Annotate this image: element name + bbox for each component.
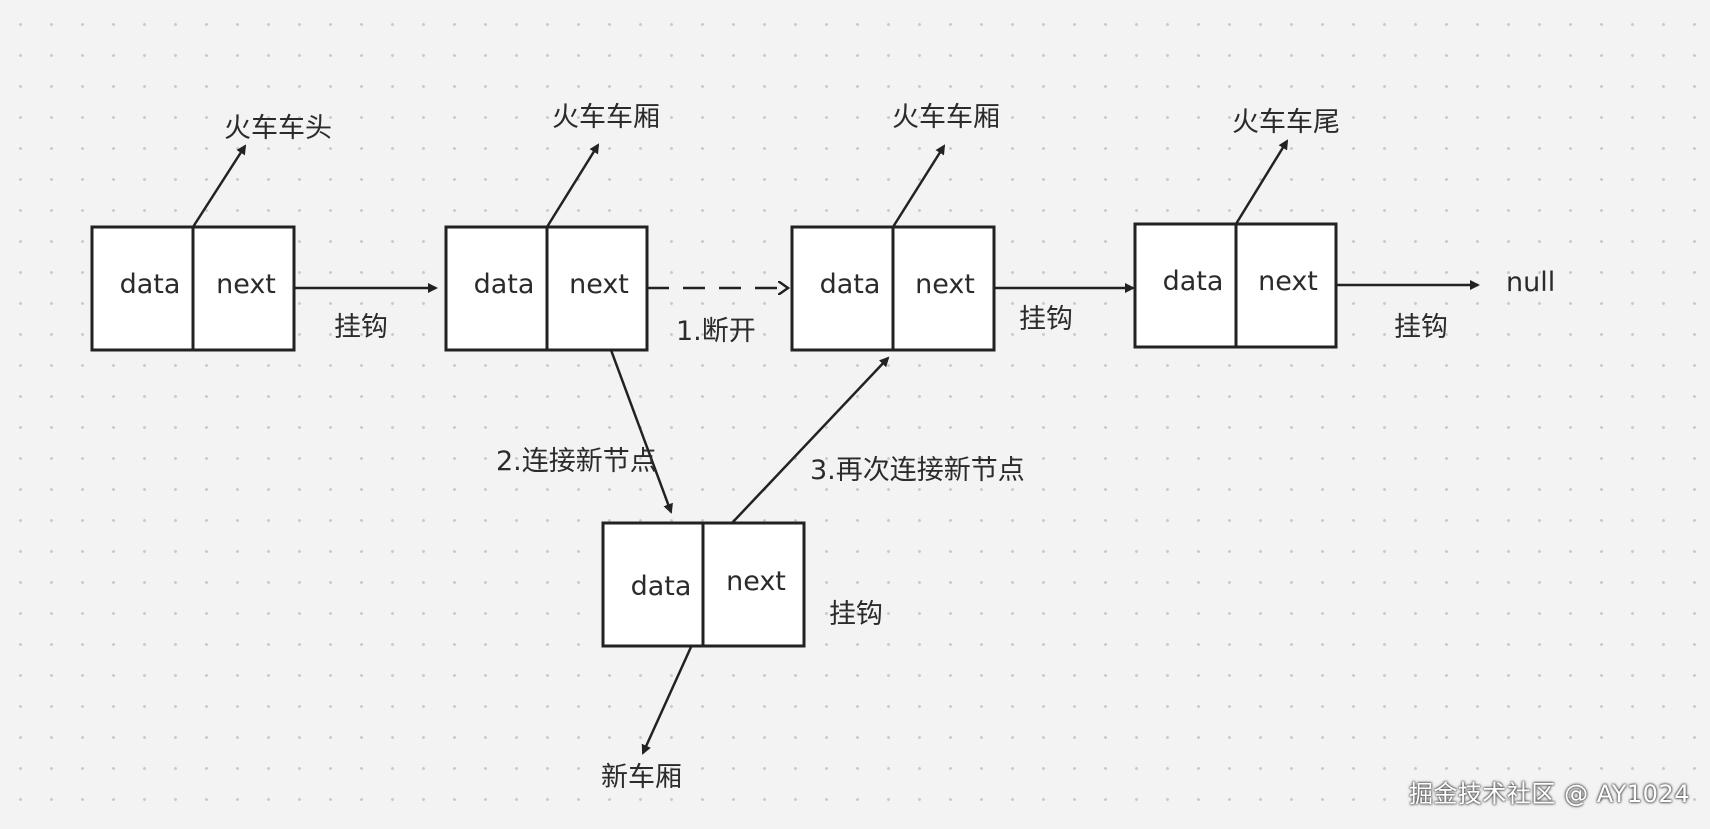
- edge-car1-to-new-label: 2.连接新节点: [496, 446, 657, 477]
- node-car2-data-label: data: [820, 269, 881, 300]
- null-label: null: [1506, 267, 1555, 298]
- node-car2-next-label: next: [915, 269, 975, 300]
- node-car1-caption-arrow: [545, 143, 600, 228]
- node-head-next-label: next: [216, 269, 276, 300]
- watermark: 掘金技术社区 @ AY1024: [1408, 780, 1690, 808]
- node-head-caption: 火车车头: [224, 113, 332, 144]
- node-tail-data-label: data: [1163, 266, 1224, 297]
- node-head-data-label: data: [120, 269, 181, 300]
- edge-new-to-car2: [731, 356, 890, 524]
- node-head: data next 火车车头: [90, 113, 332, 352]
- edge-new-to-car2-label: 3.再次连接新节点: [810, 455, 1025, 486]
- node-car1-data-label: data: [474, 269, 535, 300]
- node-new: data next 新车厢: [601, 521, 806, 793]
- node-tail: data next 火车车尾: [1133, 107, 1340, 349]
- edge-car1-to-new: [609, 349, 673, 514]
- edge-car2-to-tail-label: 挂钩: [1019, 304, 1073, 335]
- node-car1: data next 火车车厢: [444, 102, 660, 352]
- node-head-caption-arrow: [191, 144, 247, 228]
- node-car2-caption-arrow: [891, 144, 946, 228]
- node-car2: data next 火车车厢: [790, 102, 1000, 352]
- node-tail-next-label: next: [1258, 266, 1318, 297]
- node-new-next-label: next: [726, 566, 786, 597]
- node-car1-next-label: next: [569, 269, 629, 300]
- node-new-side-label: 挂钩: [829, 599, 883, 630]
- node-car1-caption: 火车车厢: [552, 102, 660, 133]
- node-tail-caption-arrow: [1234, 139, 1289, 225]
- node-car2-caption: 火车车厢: [892, 102, 1000, 133]
- edge-head-to-car1-label: 挂钩: [334, 312, 388, 343]
- edge-car1-to-car2-broken-label: 1.断开: [676, 316, 756, 347]
- edge-tail-to-null-label: 挂钩: [1394, 312, 1448, 343]
- node-new-caption-arrow: [641, 646, 693, 755]
- node-new-data-label: data: [631, 571, 692, 602]
- node-tail-caption: 火车车尾: [1232, 107, 1340, 138]
- node-new-caption: 新车厢: [601, 762, 682, 793]
